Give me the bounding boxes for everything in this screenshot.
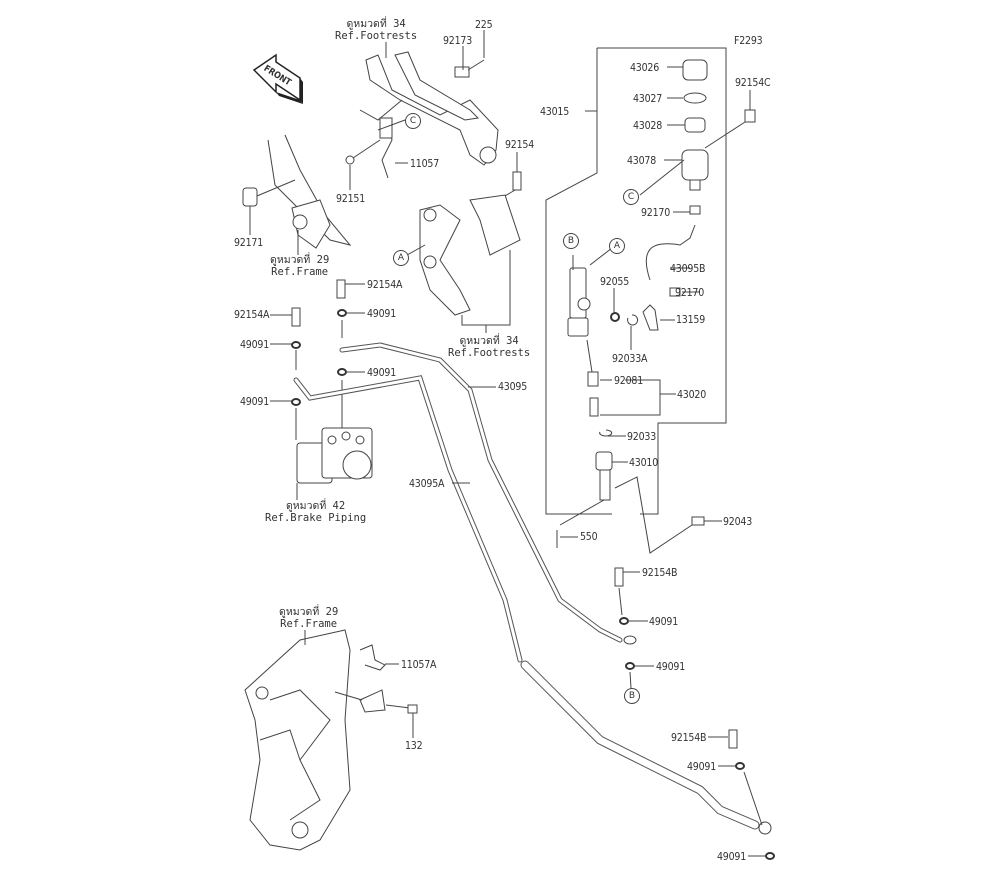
footrest-bracket-middle xyxy=(419,194,521,316)
part-43095[interactable]: 43095 xyxy=(498,381,528,393)
part-92170[interactable]: 92170 xyxy=(641,207,671,219)
part-43010[interactable]: 43010 xyxy=(629,457,659,469)
part-92154a-left[interactable]: 92154A xyxy=(234,309,270,321)
part-92081[interactable]: 92081 xyxy=(614,375,644,387)
part-92154a-right[interactable]: 92154A xyxy=(367,279,403,291)
ref-footrests-mid: ดูหมวดที่ 34 Ref.Footrests xyxy=(448,335,530,359)
part-132[interactable]: 132 xyxy=(405,740,423,752)
part-43020[interactable]: 43020 xyxy=(677,389,707,401)
ref-link-footrests[interactable]: Ref.Footrests xyxy=(335,30,418,42)
part-49091[interactable]: 49091 xyxy=(367,308,397,320)
part-92154b[interactable]: 92154B xyxy=(642,567,678,579)
ref-thai: ดูหมวดที่ 34 xyxy=(459,335,519,347)
part-550[interactable]: 550 xyxy=(580,531,598,543)
part-92154c[interactable]: 92154C xyxy=(735,77,771,89)
master-cylinder-body xyxy=(567,267,639,501)
front-arrow-icon xyxy=(252,53,303,104)
reservoir-parts xyxy=(642,59,709,331)
part-43015[interactable]: 43015 xyxy=(540,106,570,118)
part-92033a[interactable]: 92033A xyxy=(612,353,648,365)
part-49091[interactable]: 49091 xyxy=(240,339,270,351)
part-49091[interactable]: 49091 xyxy=(717,851,747,863)
ref-link-frame[interactable]: Ref.Frame xyxy=(271,266,329,278)
assembly-bracket-43015 xyxy=(597,47,727,515)
callout-c: C xyxy=(405,113,421,129)
callout-a: A xyxy=(393,250,409,266)
part-43078[interactable]: 43078 xyxy=(627,155,657,167)
footrest-bracket-upper xyxy=(365,51,499,166)
part-49091[interactable]: 49091 xyxy=(687,761,717,773)
abs-unit xyxy=(296,427,373,484)
part-11057a[interactable]: 11057A xyxy=(401,659,437,671)
part-92170[interactable]: 92170 xyxy=(675,287,705,299)
part-43028[interactable]: 43028 xyxy=(633,120,663,132)
part-43095a[interactable]: 43095A xyxy=(409,478,445,490)
frame-upper xyxy=(242,134,352,249)
ref-link-footrests[interactable]: Ref.Footrests xyxy=(448,347,531,359)
part-92033[interactable]: 92033 xyxy=(627,431,657,443)
ref-thai: ดูหมวดที่ 29 xyxy=(270,254,330,266)
ref-footrests-top: ดูหมวดที่ 34 Ref.Footrests xyxy=(335,18,417,42)
part-49091[interactable]: 49091 xyxy=(240,396,270,408)
part-225[interactable]: 225 xyxy=(475,19,493,31)
part-92154b[interactable]: 92154B xyxy=(671,732,707,744)
part-43026[interactable]: 43026 xyxy=(630,62,660,74)
callout-b: B xyxy=(624,688,640,704)
part-49091[interactable]: 49091 xyxy=(649,616,679,628)
ref-link-brake-piping[interactable]: Ref.Brake Piping xyxy=(265,512,367,524)
ref-brake-piping: ดูหมวดที่ 42 Ref.Brake Piping xyxy=(265,500,366,524)
part-92173[interactable]: 92173 xyxy=(443,35,473,47)
ref-thai: ดูหมวดที่ 29 xyxy=(279,606,339,618)
ref-thai: ดูหมวดที่ 42 xyxy=(285,500,346,512)
brake-hose-43095 xyxy=(339,342,623,643)
ref-frame-upper: ดูหมวดที่ 29 Ref.Frame xyxy=(270,254,329,278)
ref-thai: ดูหมวดที่ 34 xyxy=(346,18,406,30)
part-92154[interactable]: 92154 xyxy=(505,139,535,151)
ref-link-frame[interactable]: Ref.Frame xyxy=(280,618,338,630)
callout-c: C xyxy=(623,189,639,205)
part-92151[interactable]: 92151 xyxy=(336,193,366,205)
part-49091[interactable]: 49091 xyxy=(656,661,686,673)
part-13159[interactable]: 13159 xyxy=(676,314,706,326)
figure-code: F2293 xyxy=(734,35,763,47)
part-11057[interactable]: 11057 xyxy=(410,158,440,170)
part-92043[interactable]: 92043 xyxy=(723,516,753,528)
part-92055[interactable]: 92055 xyxy=(600,276,630,288)
callout-a: A xyxy=(609,238,625,254)
part-92171[interactable]: 92171 xyxy=(234,237,264,249)
part-49091[interactable]: 49091 xyxy=(367,367,397,379)
ref-frame-lower: ดูหมวดที่ 29 Ref.Frame xyxy=(279,606,338,630)
callout-b: B xyxy=(563,233,579,249)
frame-lower xyxy=(244,629,351,851)
part-43027[interactable]: 43027 xyxy=(633,93,663,105)
part-43095b[interactable]: 43095B xyxy=(670,263,706,275)
